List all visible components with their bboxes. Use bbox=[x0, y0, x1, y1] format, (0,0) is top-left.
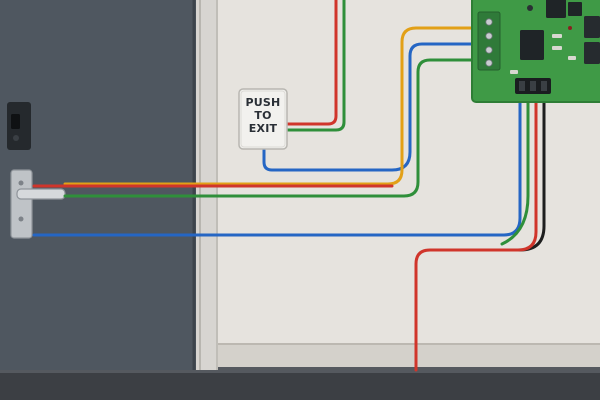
wire-blue-exit bbox=[262, 42, 480, 172]
wire-green-exit-top bbox=[284, 0, 346, 132]
wires bbox=[32, 0, 546, 372]
exit-label-line-2: TO bbox=[254, 109, 272, 122]
chip bbox=[520, 30, 544, 60]
wire-red-exit-top bbox=[284, 0, 338, 126]
floor-strip bbox=[0, 367, 600, 373]
chip bbox=[546, 0, 566, 18]
wire-red-floor bbox=[414, 90, 538, 372]
exit-label-line-1: PUSH bbox=[245, 96, 281, 109]
exit-label-line-3: EXIT bbox=[248, 122, 278, 135]
relay bbox=[584, 16, 600, 38]
relay bbox=[584, 42, 600, 64]
wire-green-down bbox=[500, 90, 530, 246]
wire-green-handle bbox=[63, 58, 480, 198]
wire-yellow-handle bbox=[63, 26, 480, 186]
door-handle bbox=[10, 169, 66, 239]
controller-board bbox=[471, 0, 600, 103]
wire-blue-bottom bbox=[32, 90, 522, 237]
exit-button-label: PUSH TO EXIT bbox=[241, 96, 285, 135]
push-to-exit-button bbox=[238, 88, 288, 150]
terminal-block bbox=[477, 11, 501, 71]
baseboard bbox=[218, 343, 600, 367]
chip bbox=[568, 2, 582, 16]
card-reader bbox=[7, 102, 31, 150]
